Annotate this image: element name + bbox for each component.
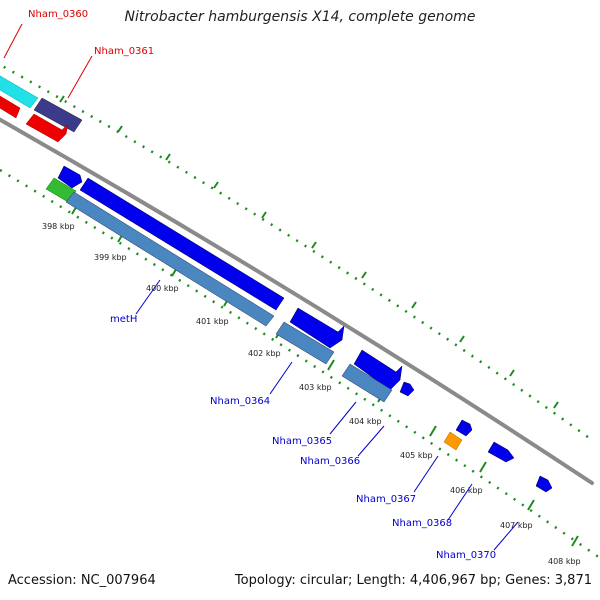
kbp-label: 401 kbp xyxy=(196,317,229,326)
leader-meth xyxy=(135,279,161,315)
genome-backbone xyxy=(0,117,594,485)
gene-label-nham0364[interactable]: Nham_0364 xyxy=(210,396,270,407)
leader-nham0361 xyxy=(67,55,93,99)
kbp-label: 408 kbp xyxy=(548,557,581,566)
leader-nham0367 xyxy=(413,455,439,493)
label-leader-lines xyxy=(3,23,519,551)
leader-nham0360 xyxy=(3,23,23,59)
kbp-label: 403 kbp xyxy=(299,383,332,392)
genome-summary-text: Topology: circular; Length: 4,406,967 bp… xyxy=(234,573,592,588)
kbp-label: 400 kbp xyxy=(146,284,179,293)
gene-nham0364-blue[interactable] xyxy=(289,307,345,349)
gene-meth-cds[interactable] xyxy=(65,191,275,327)
leader-nham0368 xyxy=(447,483,473,521)
kbp-label: 402 kbp xyxy=(248,349,281,358)
gene-label-meth[interactable]: metH xyxy=(110,314,137,325)
gene-label-nham0366[interactable]: Nham_0366 xyxy=(300,456,360,467)
gene-nham0367-orange[interactable] xyxy=(443,431,463,451)
gene-nham0365-cds[interactable] xyxy=(341,363,393,403)
gene-nham0361-purple[interactable] xyxy=(33,97,83,133)
leader-nham0370 xyxy=(493,521,519,551)
accession-text: Accession: NC_007964 xyxy=(8,573,156,588)
gene-small-blue-2[interactable] xyxy=(399,381,415,397)
gene-nham0365-blue[interactable] xyxy=(353,349,403,391)
gene-label-nham0361[interactable]: Nham_0361 xyxy=(94,46,154,57)
kbp-label: 406 kbp xyxy=(450,486,483,495)
kbp-label: 399 kbp xyxy=(94,253,127,262)
gene-labels: Nham_0360 Nham_0361 metH Nham_0364 Nham_… xyxy=(28,9,496,561)
outer-major-ticks xyxy=(59,95,559,409)
gene-label-nham0370[interactable]: Nham_0370 xyxy=(436,550,496,561)
gene-nham0368-blue[interactable] xyxy=(487,441,515,463)
gene-nham0361-red[interactable] xyxy=(25,113,69,143)
gene-label-nham0367[interactable]: Nham_0367 xyxy=(356,494,416,505)
inner-tick-track xyxy=(0,168,600,560)
gene-label-nham0360[interactable]: Nham_0360 xyxy=(28,9,88,20)
kbp-label: 398 kbp xyxy=(42,222,75,231)
kbp-scale-labels: 398 kbp 399 kbp 400 kbp 401 kbp 402 kbp … xyxy=(42,222,581,566)
gene-nham0360-red[interactable] xyxy=(0,90,21,119)
outer-tick-track xyxy=(0,63,593,442)
inner-major-ticks xyxy=(71,203,579,547)
gene-small-blue[interactable] xyxy=(57,165,83,189)
leader-nham0364 xyxy=(269,361,293,395)
map-title: Nitrobacter hamburgensis X14, complete g… xyxy=(124,9,476,25)
gene-label-nham0365[interactable]: Nham_0365 xyxy=(272,436,332,447)
gene-nham0370-blue[interactable] xyxy=(535,475,553,493)
leader-nham0366 xyxy=(357,425,385,457)
gene-nham0364-cds[interactable] xyxy=(275,321,335,365)
gene-nham0367-blue[interactable] xyxy=(455,419,473,437)
kbp-label: 405 kbp xyxy=(400,451,433,460)
gene-meth-blue[interactable] xyxy=(79,177,285,311)
leader-nham0365 xyxy=(329,401,357,435)
gene-nham0360-cyan[interactable] xyxy=(0,70,39,109)
gene-label-nham0368[interactable]: Nham_0368 xyxy=(392,518,452,529)
kbp-label: 404 kbp xyxy=(349,417,382,426)
kbp-label: 407 kbp xyxy=(500,521,533,530)
